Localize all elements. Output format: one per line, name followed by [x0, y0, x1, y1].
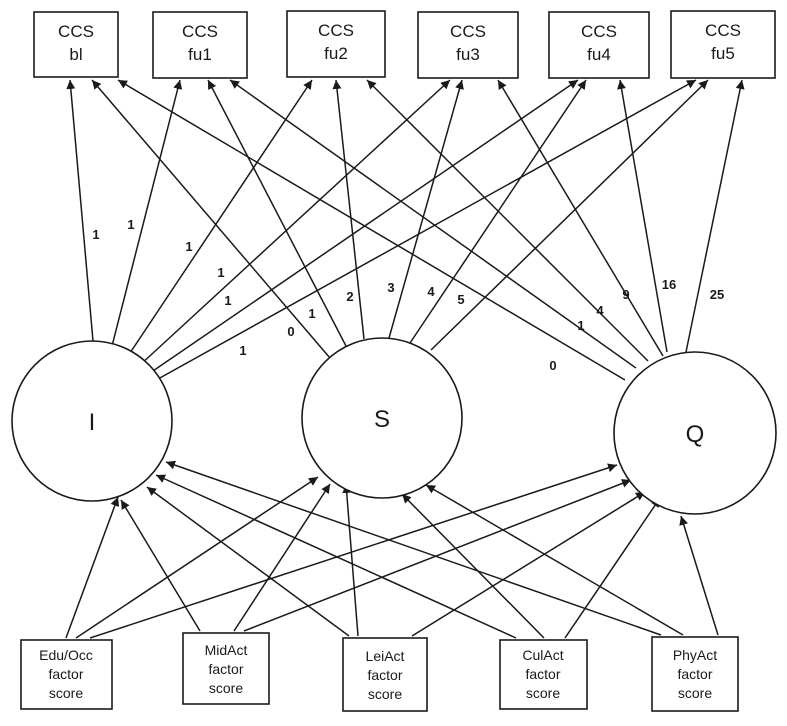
arrow-i-to-bl: [66, 79, 94, 342]
predictor-leiact: LeiAct factor score: [342, 637, 428, 712]
arrow-i-to-fu4: [149, 79, 579, 374]
observed-ccs-fu5: CCS fu5: [670, 10, 776, 79]
observed-ccs-fu1: CCS fu1: [152, 11, 248, 79]
predictor-edu-occ: Edu/Occ factor score: [20, 639, 113, 710]
arrow-s-to-fu1: [207, 79, 347, 347]
observed-label-line2: fu4: [587, 45, 611, 64]
loading-label-i-fu4: 1: [224, 293, 231, 308]
arrow-mid-to-q: [243, 479, 632, 632]
predictor-label-line1: PhyAct: [673, 647, 717, 663]
latent-quadratic: Q: [613, 351, 777, 515]
loading-label-s-fu3: 3: [387, 280, 394, 295]
arrow-cul-to-q: [564, 497, 661, 639]
path-arrows: [65, 79, 745, 639]
loading-label-s-bl: 0: [287, 324, 294, 339]
arrow-q-to-fu1: [229, 79, 637, 369]
predictor-label-line3: score: [526, 685, 560, 701]
arrow-q-to-fu2: [366, 79, 649, 362]
arrow-edu-to-i: [65, 496, 120, 639]
observed-ccs-fu3: CCS fu3: [417, 11, 519, 79]
arrow-lei-to-s: [342, 483, 359, 637]
latent-slope: S: [301, 337, 463, 499]
arrow-i-to-fu1: [111, 79, 183, 347]
latent-intercept: I: [11, 340, 173, 502]
loading-label-i-fu1: 1: [127, 217, 134, 232]
loading-label-s-fu1: 1: [308, 306, 315, 321]
loading-label-i-fu5: 1: [239, 343, 246, 358]
observed-label-line1: CCS: [182, 22, 218, 41]
arrow-cul-to-s: [401, 493, 545, 639]
predictor-label-line1: MidAct: [205, 642, 248, 658]
loading-label-q-fu1: 1: [577, 318, 584, 333]
predictor-label-line3: score: [368, 686, 402, 702]
predictor-label-line3: score: [49, 685, 83, 701]
loading-labels-slope: 0 1 2 3 4 5: [287, 280, 464, 339]
loading-label-s-fu5: 5: [457, 292, 464, 307]
predictor-label-line2: factor: [208, 661, 243, 677]
arrow-s-to-fu3: [388, 79, 464, 339]
arrow-lei-to-q: [411, 491, 646, 637]
observed-label-line2: fu3: [456, 45, 480, 64]
arrow-q-to-fu5: [685, 79, 745, 353]
loading-label-q-fu5: 25: [710, 287, 724, 302]
loading-label-s-fu4: 4: [427, 284, 435, 299]
loading-label-q-bl: 0: [549, 358, 556, 373]
loading-labels-intercept: 1 1 1 1 1 1: [92, 217, 246, 358]
loading-label-q-fu4: 16: [662, 277, 676, 292]
observed-label-line1: CCS: [705, 21, 741, 40]
observed-label-line2: fu5: [711, 44, 735, 63]
predictor-label-line2: factor: [677, 666, 712, 682]
arrow-lei-to-i: [146, 486, 350, 637]
predictor-label-line1: LeiAct: [366, 648, 405, 664]
arrow-s-to-fu2: [332, 79, 365, 340]
loading-label-i-fu2: 1: [185, 239, 192, 254]
arrow-mid-to-i: [120, 499, 201, 632]
predictor-label-line2: factor: [367, 667, 402, 683]
arrow-i-to-fu2: [127, 79, 313, 357]
loading-label-i-fu3: 1: [217, 265, 224, 280]
predictor-label-line2: factor: [525, 666, 560, 682]
predictor-label-line1: Edu/Occ: [39, 647, 93, 663]
loading-labels-quadratic: 0 1 4 9 16 25: [549, 277, 724, 373]
observed-label-line1: CCS: [318, 21, 354, 40]
observed-label-line1: CCS: [450, 22, 486, 41]
predictor-midact: MidAct factor score: [182, 632, 270, 705]
arrow-s-to-bl: [91, 79, 331, 359]
arrow-phy-to-q: [679, 515, 719, 636]
observed-label-line1: CCS: [58, 22, 94, 41]
arrow-i-to-fu3: [139, 79, 451, 366]
arrow-phy-to-i: [165, 460, 662, 636]
arrow-edu-to-s: [75, 476, 319, 639]
arrow-phy-to-s: [425, 484, 684, 636]
arrow-q-to-bl: [117, 79, 626, 381]
loading-label-s-fu2: 2: [346, 289, 353, 304]
predictor-label-line3: score: [209, 680, 243, 696]
latent-label: S: [374, 406, 390, 433]
observed-ccs-bl: CCS bl: [33, 11, 119, 78]
arrow-mid-to-s: [233, 483, 331, 632]
arrow-edu-to-q: [89, 463, 618, 639]
latent-label: I: [89, 409, 96, 436]
loading-label-q-fu3: 9: [622, 287, 629, 302]
predictor-label-line2: factor: [48, 666, 83, 682]
arrow-cul-to-i: [155, 474, 517, 639]
observed-label-line2: fu2: [324, 44, 348, 63]
predictor-label-line1: CulAct: [522, 647, 563, 663]
observed-label-line1: CCS: [581, 22, 617, 41]
observed-label-line2: bl: [69, 45, 82, 64]
observed-label-line2: fu1: [188, 45, 212, 64]
observed-ccs-fu2: CCS fu2: [286, 10, 386, 78]
arrow-i-to-fu5: [157, 79, 697, 380]
loading-label-i-bl: 1: [92, 227, 99, 242]
observed-ccs-fu4: CCS fu4: [548, 11, 650, 79]
loading-label-q-fu2: 4: [596, 303, 604, 318]
arrow-q-to-fu3: [497, 79, 664, 357]
predictor-culact: CulAct factor score: [499, 639, 588, 710]
arrow-q-to-fu4: [617, 79, 668, 353]
predictor-label-line3: score: [678, 685, 712, 701]
arrow-s-to-fu5: [430, 79, 709, 351]
latent-label: Q: [686, 421, 705, 448]
predictor-phyact: PhyAct factor score: [651, 636, 739, 712]
